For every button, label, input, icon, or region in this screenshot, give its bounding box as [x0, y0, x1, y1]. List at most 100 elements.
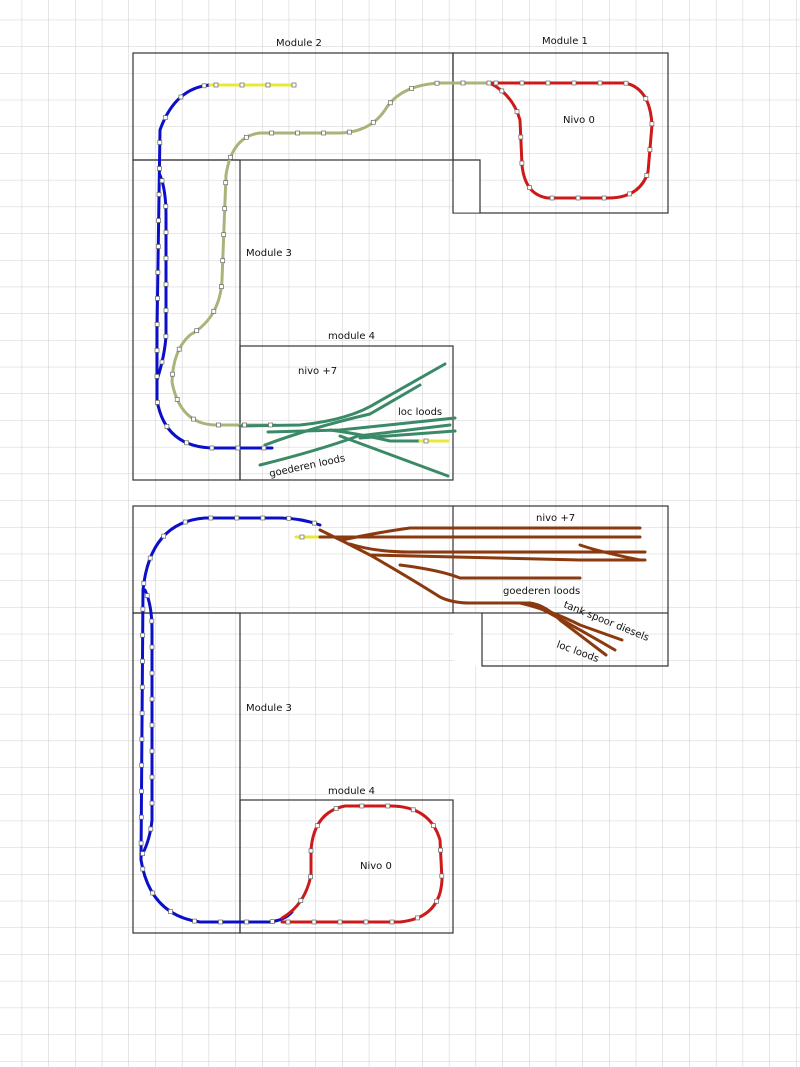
rail-joint	[308, 848, 314, 854]
rail-joint	[269, 130, 274, 136]
top-blue-track	[155, 83, 274, 450]
rail-joint	[148, 826, 154, 832]
rail-joint	[139, 710, 145, 716]
rail-joint	[159, 359, 165, 365]
rail-joint	[144, 593, 150, 598]
rail-joint	[163, 281, 169, 287]
rail-joint	[234, 515, 240, 521]
rail-joint	[385, 803, 391, 809]
rail-joint	[211, 308, 217, 314]
rail-joints	[138, 80, 655, 925]
rail-joint	[649, 121, 655, 127]
rail-joint	[434, 898, 439, 904]
rail-joint	[149, 748, 155, 754]
rail-joint	[575, 195, 581, 201]
rail-joint	[434, 80, 440, 86]
rail-joint	[150, 890, 155, 896]
top-module-3-label: Module 3	[246, 248, 292, 259]
rail-joint	[333, 806, 339, 811]
rail-joint	[220, 258, 226, 264]
top-green-yard	[238, 362, 457, 478]
rail-joint	[410, 807, 416, 813]
bottom-nivo7-label: nivo +7	[536, 513, 575, 524]
rail-joint	[499, 88, 505, 94]
rail-joint	[314, 823, 320, 829]
rail-joint	[627, 191, 632, 197]
rail-joint	[140, 632, 146, 638]
bottom-module-3-label: Module 3	[246, 703, 292, 714]
rail-joint	[182, 519, 188, 525]
rail-joint	[155, 400, 160, 405]
rail-joint	[486, 80, 492, 86]
rail-joint	[370, 119, 376, 125]
rail-joint	[389, 919, 395, 925]
rail-joint	[298, 898, 304, 903]
bottom-module-4-label: module 4	[328, 786, 375, 797]
rail-joint	[265, 82, 271, 88]
rail-joint	[164, 424, 170, 429]
rail-joint	[291, 82, 297, 88]
top-module-1-notch-mask	[454, 160, 480, 213]
rail-joint	[154, 348, 160, 353]
rail-joint	[192, 918, 197, 924]
rail-joint	[201, 83, 207, 89]
rail-joint	[141, 580, 147, 586]
rail-joint	[518, 134, 524, 140]
rail-joint	[239, 82, 245, 88]
rail-joint	[597, 80, 603, 86]
rail-joint	[163, 203, 169, 209]
rail-joint	[138, 840, 144, 846]
rail-joint	[308, 874, 313, 880]
rail-joint	[149, 774, 155, 780]
bottom-module-4-outline	[239, 799, 454, 934]
rail-joint	[155, 270, 161, 275]
rail-joint	[149, 670, 155, 676]
rail-joint	[156, 192, 162, 197]
rail-joint	[222, 206, 228, 212]
rail-joint	[387, 100, 393, 106]
rail-joint	[149, 618, 155, 624]
rail-joint	[299, 534, 305, 540]
rail-joint	[156, 218, 161, 223]
rail-joint	[155, 244, 161, 249]
rail-joint	[149, 800, 155, 806]
rail-joint	[243, 134, 249, 140]
top-olive-track	[170, 81, 497, 427]
rail-joint	[149, 644, 155, 650]
rail-joint	[242, 422, 247, 428]
rail-joint	[170, 371, 175, 377]
rail-joint	[514, 109, 520, 114]
rail-joint	[178, 94, 184, 100]
rail-joint	[347, 129, 352, 135]
rail-joint	[149, 722, 155, 728]
rail-joint	[261, 445, 267, 451]
rail-joint	[623, 80, 629, 86]
top-nivo7-label: nivo +7	[298, 366, 337, 377]
rail-joint	[359, 803, 365, 809]
rail-joint	[138, 814, 144, 820]
rail-joint	[545, 80, 551, 86]
rail-joint	[549, 195, 555, 201]
rail-joint	[161, 533, 167, 539]
rail-joint	[270, 919, 275, 924]
rail-joint	[221, 232, 227, 238]
rail-joint	[159, 178, 165, 184]
rail-joint	[223, 180, 229, 186]
rail-joint	[286, 515, 292, 521]
top-module-4-outline	[239, 345, 454, 481]
rail-joint	[139, 684, 145, 690]
rail-joint	[295, 130, 300, 136]
rail-joint	[601, 195, 607, 201]
rail-joint	[163, 333, 169, 339]
rail-joint	[519, 160, 525, 166]
top-blue-inner-track	[155, 173, 168, 382]
rail-joint	[155, 296, 160, 301]
rail-joint	[213, 82, 219, 88]
rail-joint	[154, 322, 160, 327]
top-nivo0-label: Nivo 0	[563, 115, 595, 126]
rail-joint	[337, 919, 343, 925]
rail-joint	[139, 736, 145, 742]
rail-joint	[168, 909, 173, 914]
rail-joint	[154, 374, 160, 379]
rail-joint	[438, 847, 443, 853]
